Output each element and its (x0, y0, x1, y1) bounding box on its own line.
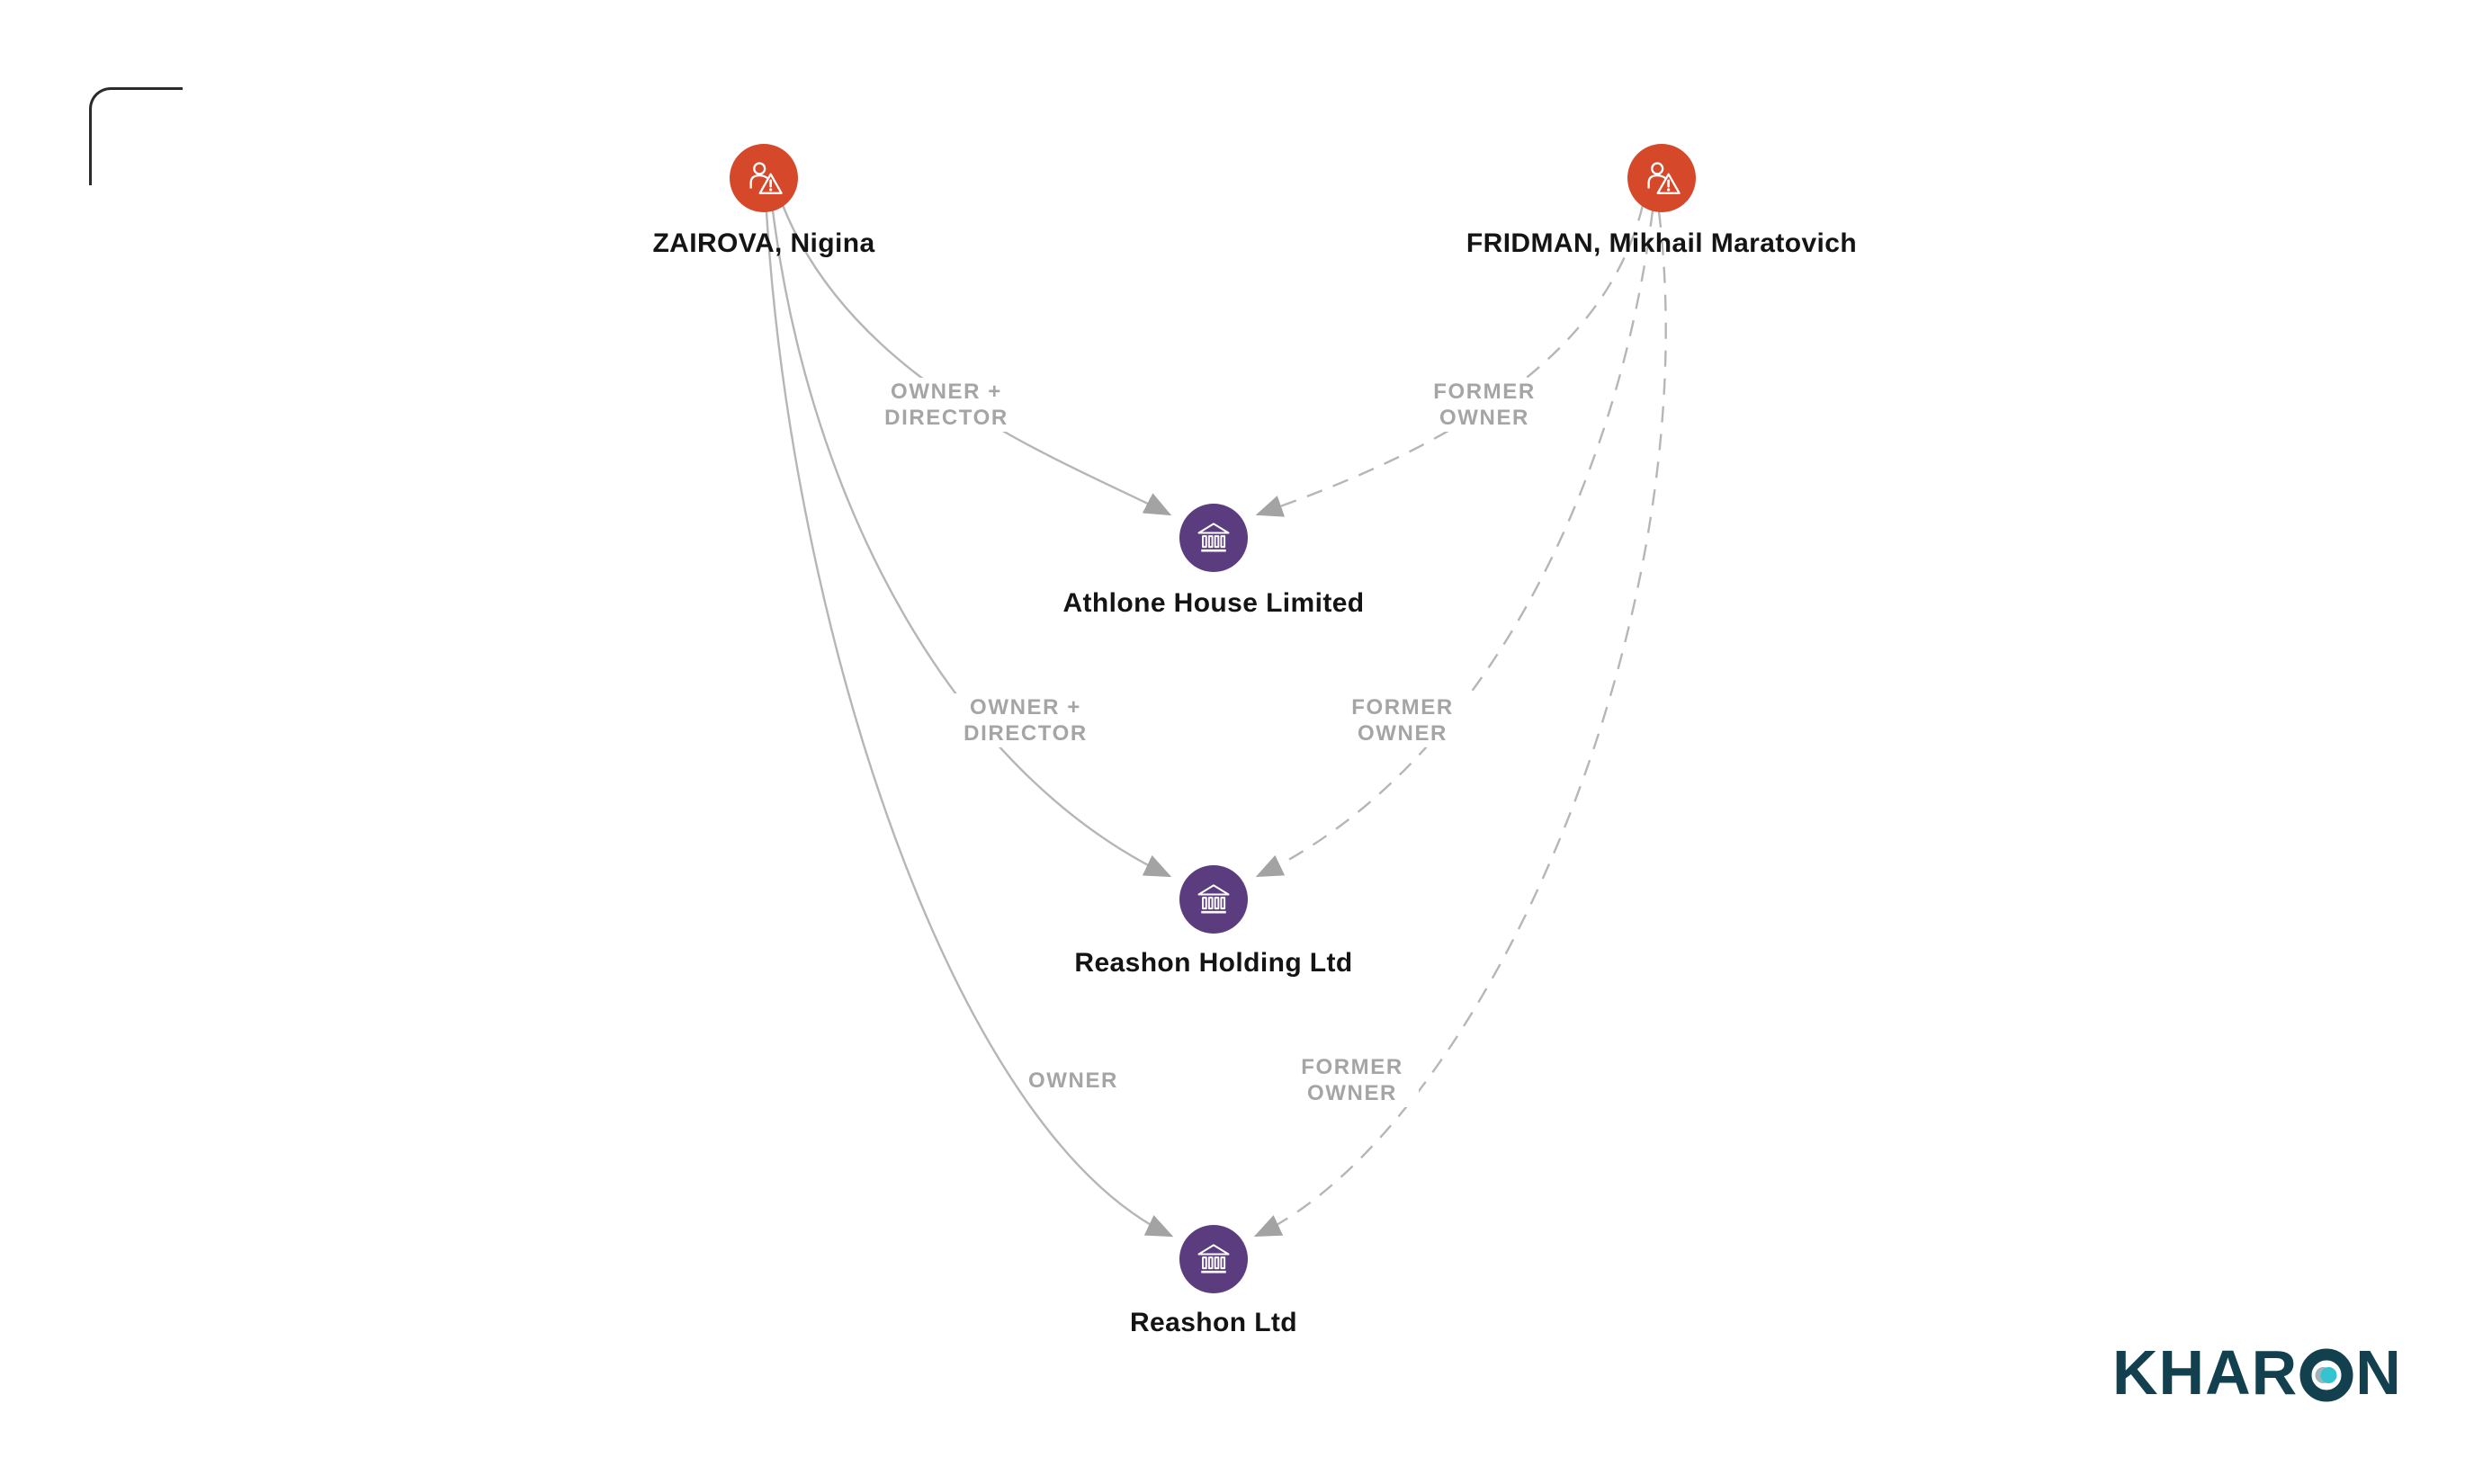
edge-zairova-reashon (765, 210, 1174, 1238)
edge-label-former-owner-reashon: FORMER OWNER (1286, 1053, 1419, 1107)
bank-icon (1197, 1244, 1230, 1274)
node-label-reashon-holding: Reashon Holding Ltd (1074, 948, 1353, 978)
edge-zairova-reashon-holding (771, 210, 1172, 878)
company-node-athlone[interactable] (1179, 504, 1248, 572)
edge-fridman-reashon (1253, 210, 1667, 1238)
person-node-zairova[interactable] (730, 144, 798, 212)
edge-label-former-owner-reashon-holding: FORMER OWNER (1336, 693, 1469, 747)
company-node-reashon[interactable] (1179, 1225, 1248, 1293)
edge-fridman-reashon-holding (1255, 210, 1654, 878)
person-alert-icon (1647, 162, 1681, 194)
node-label-fridman: FRIDMAN, Mikhail Maratovich (1466, 228, 1858, 258)
edge-label-owner-director-reashon-holding: OWNER + DIRECTOR (941, 693, 1110, 747)
node-label-reashon: Reashon Ltd (1129, 1308, 1298, 1337)
edge-label-former-owner-athlone: FORMER OWNER (1418, 378, 1551, 432)
node-label-zairova: ZAIROVA, Nigina (652, 228, 875, 258)
kharon-logo-text-left: KHAR (2112, 1337, 2299, 1408)
kharon-logo-o-icon (2299, 1348, 2353, 1402)
edge-label-owner-reashon: OWNER (1025, 1067, 1122, 1095)
kharon-logo-text-right: N (2355, 1337, 2402, 1408)
edge-label-owner-director-athlone: OWNER + DIRECTOR (862, 378, 1031, 432)
node-label-athlone: Athlone House Limited (1062, 588, 1365, 618)
kharon-logo: KHAR N (2112, 1336, 2402, 1408)
company-node-reashon-holding[interactable] (1179, 865, 1248, 934)
corner-frame-mark (89, 87, 183, 185)
person-alert-icon (749, 162, 783, 194)
bank-icon (1197, 523, 1230, 552)
bank-icon (1197, 884, 1230, 914)
person-node-fridman[interactable] (1627, 144, 1696, 212)
